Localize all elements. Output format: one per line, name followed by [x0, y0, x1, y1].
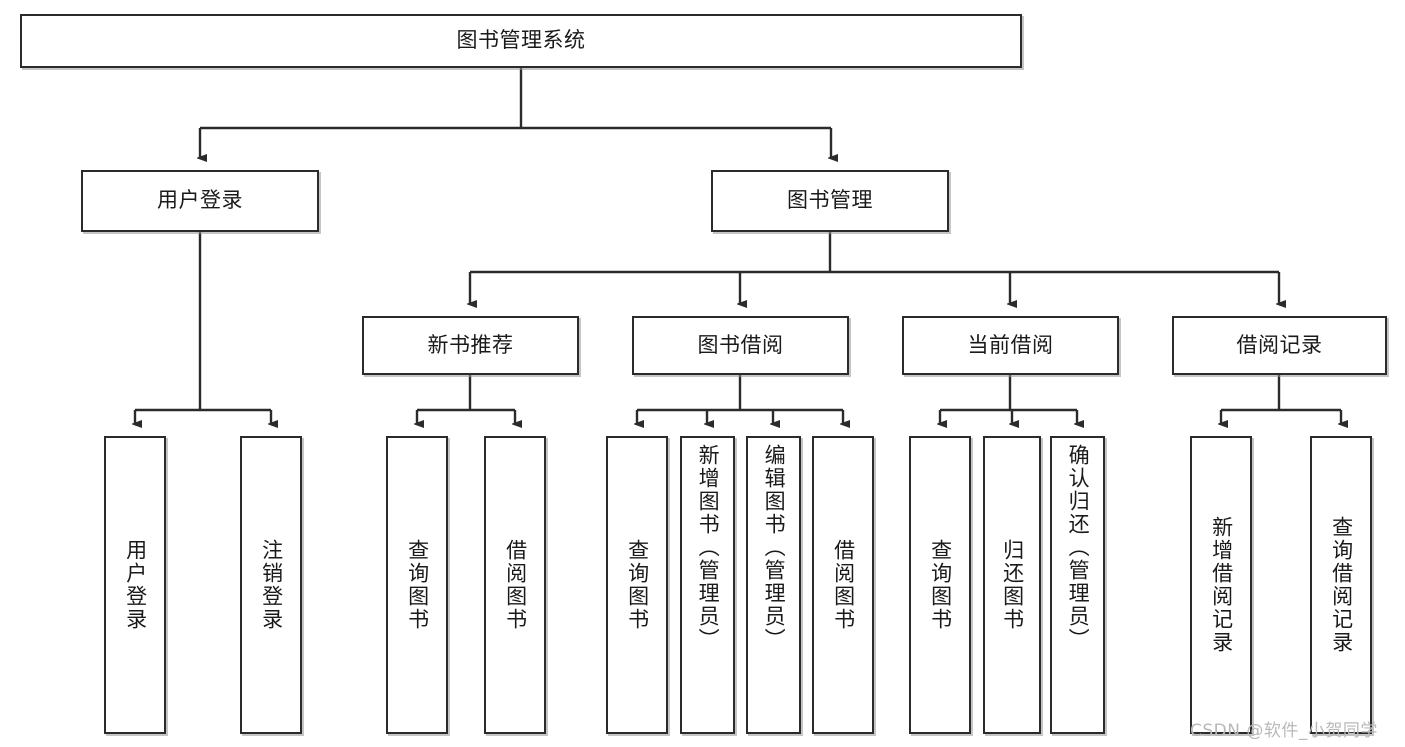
node-leaf-add-record[interactable]: 新增借阅记录: [1190, 436, 1252, 734]
node-leaf-query-book-1-label: 查询图书: [405, 539, 430, 631]
node-leaf-query-book-1[interactable]: 查询图书: [386, 436, 448, 734]
node-book-borrow-label: 图书借阅: [697, 332, 784, 357]
node-leaf-user-logout-label: 注销登录: [259, 539, 284, 631]
node-root-label: 图书管理系统: [456, 28, 586, 53]
node-leaf-edit-book-label: 编辑图书（管理员）: [762, 444, 787, 651]
node-root[interactable]: 图书管理系统: [20, 14, 1022, 68]
node-leaf-confirm-return-label: 确认归还（管理员）: [1066, 444, 1091, 651]
node-leaf-query-record[interactable]: 查询借阅记录: [1310, 436, 1372, 734]
node-leaf-borrow-book-2-label: 借阅图书: [831, 539, 856, 631]
node-leaf-query-record-label: 查询借阅记录: [1329, 516, 1354, 654]
node-leaf-user-logout[interactable]: 注销登录: [240, 436, 302, 734]
node-book-manage[interactable]: 图书管理: [711, 170, 949, 232]
node-current-borrow-label: 当前借阅: [967, 332, 1054, 357]
node-leaf-add-book[interactable]: 新增图书（管理员）: [680, 436, 735, 734]
node-leaf-user-login-label: 用户登录: [123, 539, 148, 631]
node-leaf-add-record-label: 新增借阅记录: [1209, 516, 1234, 654]
node-leaf-query-book-3-label: 查询图书: [928, 539, 953, 631]
node-current-borrow[interactable]: 当前借阅: [902, 316, 1119, 375]
node-book-borrow[interactable]: 图书借阅: [632, 316, 849, 375]
node-borrow-record-label: 借阅记录: [1236, 332, 1323, 357]
node-leaf-borrow-book-2[interactable]: 借阅图书: [812, 436, 874, 734]
csdn-watermark: CSDN @软件_小贺同学: [1190, 721, 1378, 741]
node-user-login-label: 用户登录: [157, 188, 243, 213]
node-leaf-query-book-3[interactable]: 查询图书: [909, 436, 971, 734]
node-new-book-recommend[interactable]: 新书推荐: [362, 316, 579, 375]
node-leaf-return-book[interactable]: 归还图书: [983, 436, 1041, 734]
node-leaf-borrow-book-1[interactable]: 借阅图书: [484, 436, 546, 734]
node-leaf-user-login[interactable]: 用户登录: [104, 436, 166, 734]
node-leaf-add-book-label: 新增图书（管理员）: [696, 444, 721, 651]
node-leaf-return-book-label: 归还图书: [1000, 539, 1025, 631]
node-book-manage-label: 图书管理: [787, 188, 873, 213]
node-leaf-edit-book[interactable]: 编辑图书（管理员）: [746, 436, 801, 734]
node-borrow-record[interactable]: 借阅记录: [1172, 316, 1387, 375]
node-leaf-query-book-2-label: 查询图书: [625, 539, 650, 631]
node-user-login[interactable]: 用户登录: [81, 170, 319, 232]
node-new-book-recommend-label: 新书推荐: [427, 332, 514, 357]
node-leaf-borrow-book-1-label: 借阅图书: [503, 539, 528, 631]
node-leaf-confirm-return[interactable]: 确认归还（管理员）: [1050, 436, 1105, 734]
node-leaf-query-book-2[interactable]: 查询图书: [606, 436, 668, 734]
